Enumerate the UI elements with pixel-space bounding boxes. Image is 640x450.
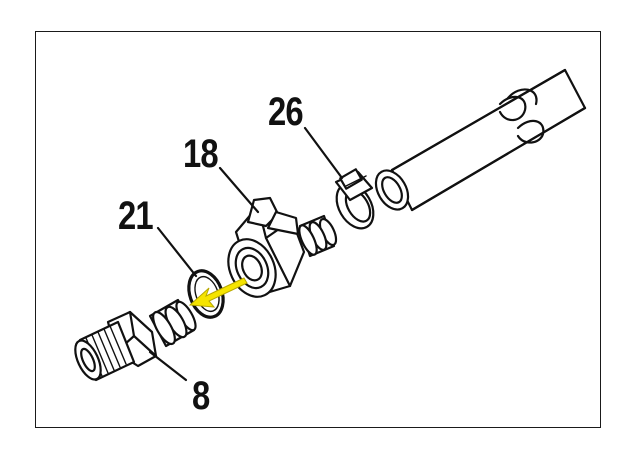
callout-26: 26 [268,90,304,134]
threaded-fitting [74,298,197,382]
hose-tube [374,68,587,212]
callout-21: 21 [118,194,154,238]
callout-18: 18 [183,132,219,176]
leader-lines [148,126,344,382]
quick-coupler-body [227,196,338,298]
hose-clamp [334,168,375,230]
callout-8: 8 [192,374,210,418]
assembly-arrow-icon [188,277,248,308]
